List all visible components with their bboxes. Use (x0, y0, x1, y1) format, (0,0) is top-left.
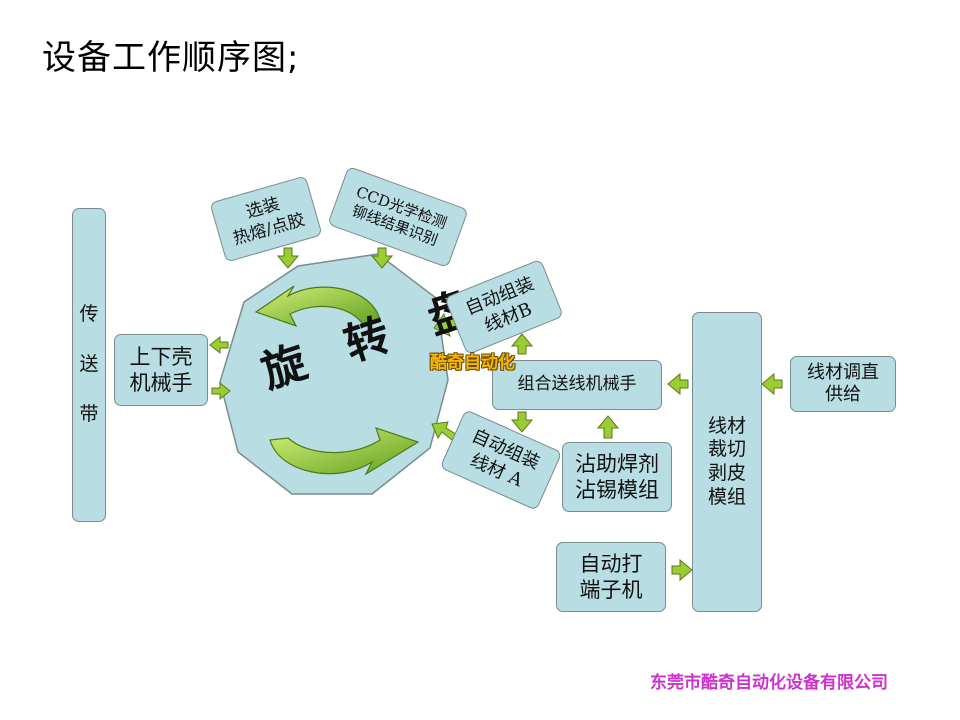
conveyor-line-3: 带 (79, 402, 99, 425)
arrow-terminal-to-cut (671, 558, 693, 582)
arrow-select-to-dial (276, 247, 300, 269)
company-footer: 东莞市酷奇自动化设备有限公司 (650, 673, 888, 693)
rotation-arrow-bottom (269, 427, 420, 476)
cut-strip-line-1: 线材 (707, 414, 746, 437)
node-shell-robot: 上下壳 机械手 (114, 334, 208, 406)
cut-strip-line-3: 剥皮 (707, 462, 746, 484)
node-cut-strip: 线材 裁切 剥皮 模组 (692, 312, 762, 612)
auto-terminal-line-2: 端子机 (579, 578, 643, 602)
arrow-combo-to-a (510, 411, 534, 433)
flux-tin-line-1: 沾助焊剂 (575, 451, 659, 476)
flux-tin-line-2: 沾锡模组 (575, 478, 659, 502)
node-flux-tin: 沾助焊剂 沾锡模组 (562, 442, 672, 512)
node-conveyor: 传 送 带 (72, 208, 106, 522)
arrow-cut-to-combo (667, 372, 689, 396)
straighten-line-2: 供给 (825, 384, 861, 405)
arrow-ccd-to-dial (370, 247, 394, 269)
node-auto-terminal: 自动打 端子机 (556, 542, 666, 612)
conveyor-line-2: 送 (79, 353, 99, 376)
conveyor-line-1: 传 (79, 303, 99, 326)
shell-robot-line-1: 上下壳 (129, 344, 193, 369)
arrow-robot-to-dial (211, 381, 231, 401)
straighten-line-1: 线材调直 (807, 361, 879, 383)
cut-strip-line-2: 裁切 (707, 438, 746, 461)
arrow-straighten-to-cut (761, 372, 783, 396)
cut-strip-line-4: 模组 (707, 485, 746, 508)
arrow-dial-to-robot (209, 335, 229, 355)
node-combo-feed-robot: 组合送线机械手 (492, 360, 662, 410)
combo-feed-label: 组合送线机械手 (517, 374, 637, 395)
arrow-flux-to-combo (596, 415, 620, 439)
auto-terminal-line-1: 自动打 (579, 551, 643, 576)
page-title: 设备工作顺序图; (42, 38, 300, 78)
watermark-logo: 酷奇自动化 (430, 353, 515, 373)
arrow-combo-to-b (510, 333, 534, 355)
node-straighten-feed: 线材调直 供给 (790, 356, 896, 412)
rotation-arrow-top (254, 285, 381, 328)
shell-robot-line-2: 机械手 (129, 371, 193, 395)
arrow-a-to-dial (431, 421, 457, 441)
